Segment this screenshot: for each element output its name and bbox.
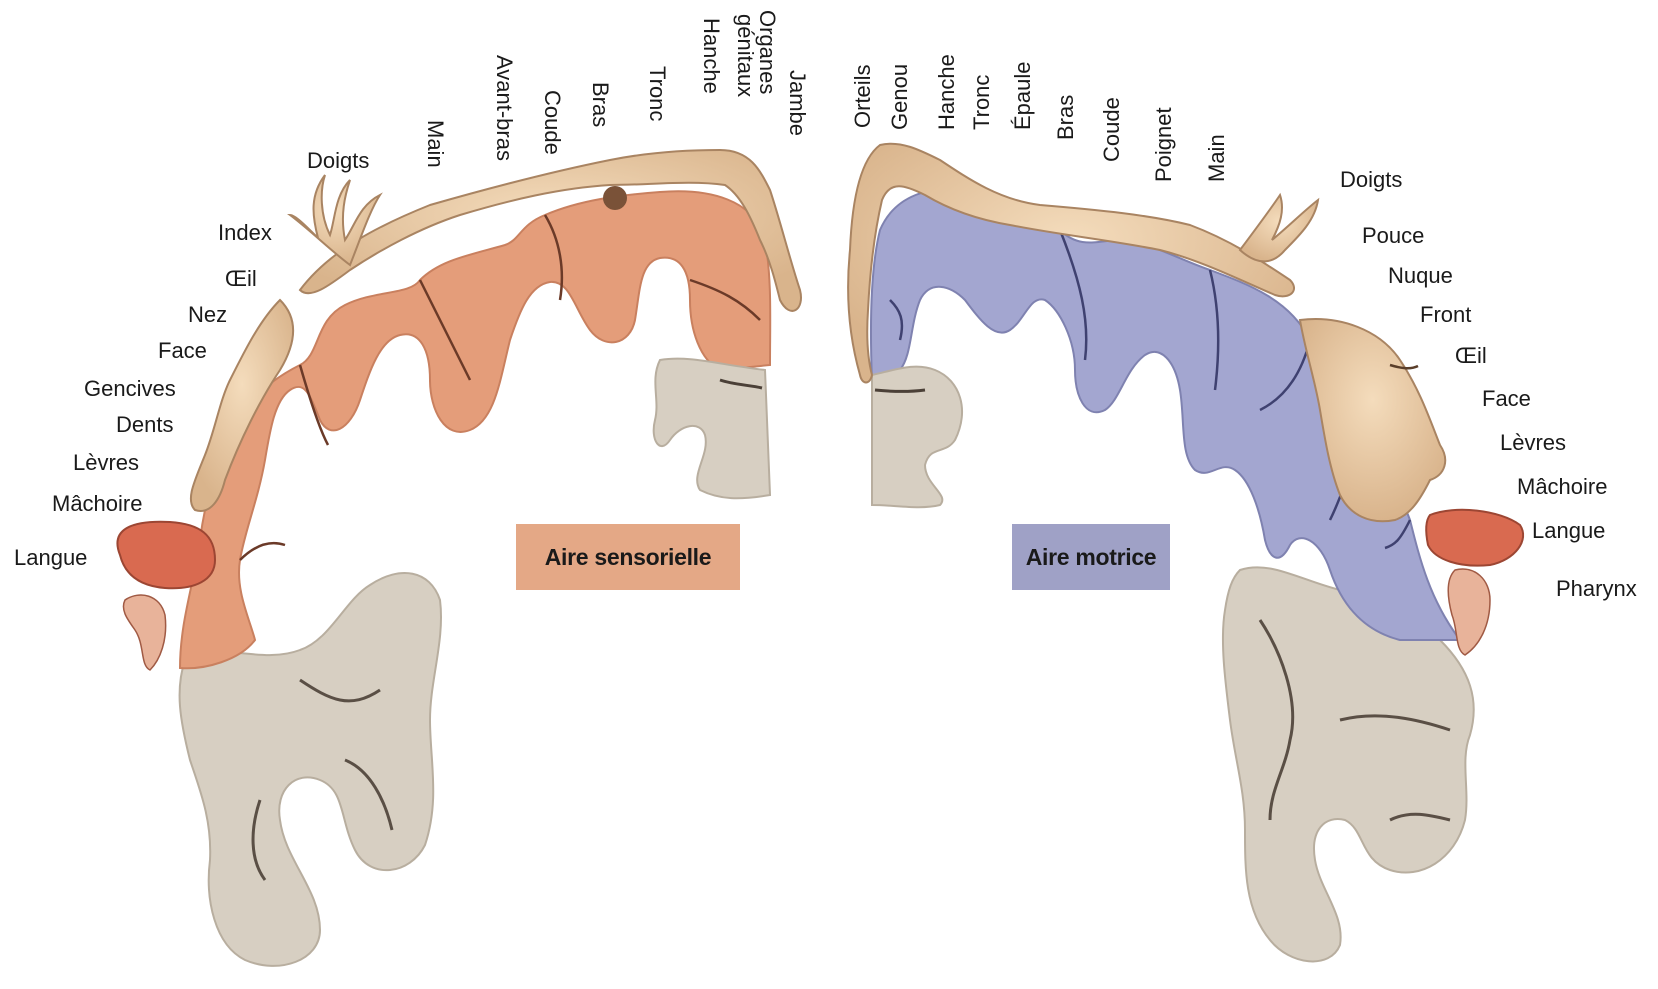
label-motor-machoire: Mâchoire (1517, 474, 1607, 499)
label-motor-main: Main (1204, 134, 1229, 182)
label-motor-pharynx: Pharynx (1556, 576, 1637, 601)
svg-text:génitaux: génitaux (733, 14, 758, 97)
label-sensory-doigts: Doigts (307, 148, 369, 173)
sensory-area-label: Aire sensorielle (516, 524, 740, 590)
label-sensory-bras: Bras (588, 82, 613, 127)
label-sensory-main: Main (423, 120, 448, 168)
motor-area-label: Aire motrice (1012, 524, 1170, 590)
label-motor-oeil: Œil (1455, 343, 1487, 368)
label-sensory-coude: Coude (540, 90, 565, 155)
label-motor-pouce: Pouce (1362, 223, 1424, 248)
label-motor-genou: Genou (887, 64, 912, 130)
label-motor-front: Front (1420, 302, 1471, 327)
label-sensory-nez: Nez (188, 302, 227, 327)
label-sensory-levres: Lèvres (73, 450, 139, 475)
label-motor-bras: Bras (1053, 95, 1078, 140)
label-motor-poignet: Poignet (1151, 107, 1176, 182)
label-motor-hanche: Hanche (934, 54, 959, 130)
label-sensory-jambe: Jambe (785, 70, 810, 136)
label-motor-doigts: Doigts (1340, 167, 1402, 192)
label-sensory-langue: Langue (14, 545, 87, 570)
label-sensory-machoire: Mâchoire (52, 491, 142, 516)
sensory-top-labels: Main Avant-bras Coude Bras Tronc Hanche … (423, 10, 810, 168)
label-motor-levres: Lèvres (1500, 430, 1566, 455)
label-motor-nuque: Nuque (1388, 263, 1453, 288)
label-motor-orteils: Orteils (850, 64, 875, 128)
label-sensory-gencives: Gencives (84, 376, 176, 401)
label-sensory-avant-bras: Avant-bras (492, 55, 517, 161)
label-motor-coude: Coude (1099, 97, 1124, 162)
label-motor-langue: Langue (1532, 518, 1605, 543)
label-sensory-hanche: Hanche (699, 18, 724, 94)
label-sensory-dents: Dents (116, 412, 173, 437)
label-sensory-face: Face (158, 338, 207, 363)
label-motor-epaule: Épaule (1010, 61, 1035, 130)
label-sensory-index: Index (218, 220, 272, 245)
label-sensory-oeil: Œil (225, 266, 257, 291)
label-motor-face: Face (1482, 386, 1531, 411)
label-motor-tronc: Tronc (969, 75, 994, 130)
right-medial-grey (872, 367, 962, 508)
label-sensory-organes-genitaux: Organes génitaux (733, 10, 780, 97)
left-tongue (117, 522, 215, 588)
left-medial-grey (654, 359, 770, 499)
right-tongue (1426, 510, 1523, 566)
label-sensory-tronc: Tronc (645, 66, 670, 121)
